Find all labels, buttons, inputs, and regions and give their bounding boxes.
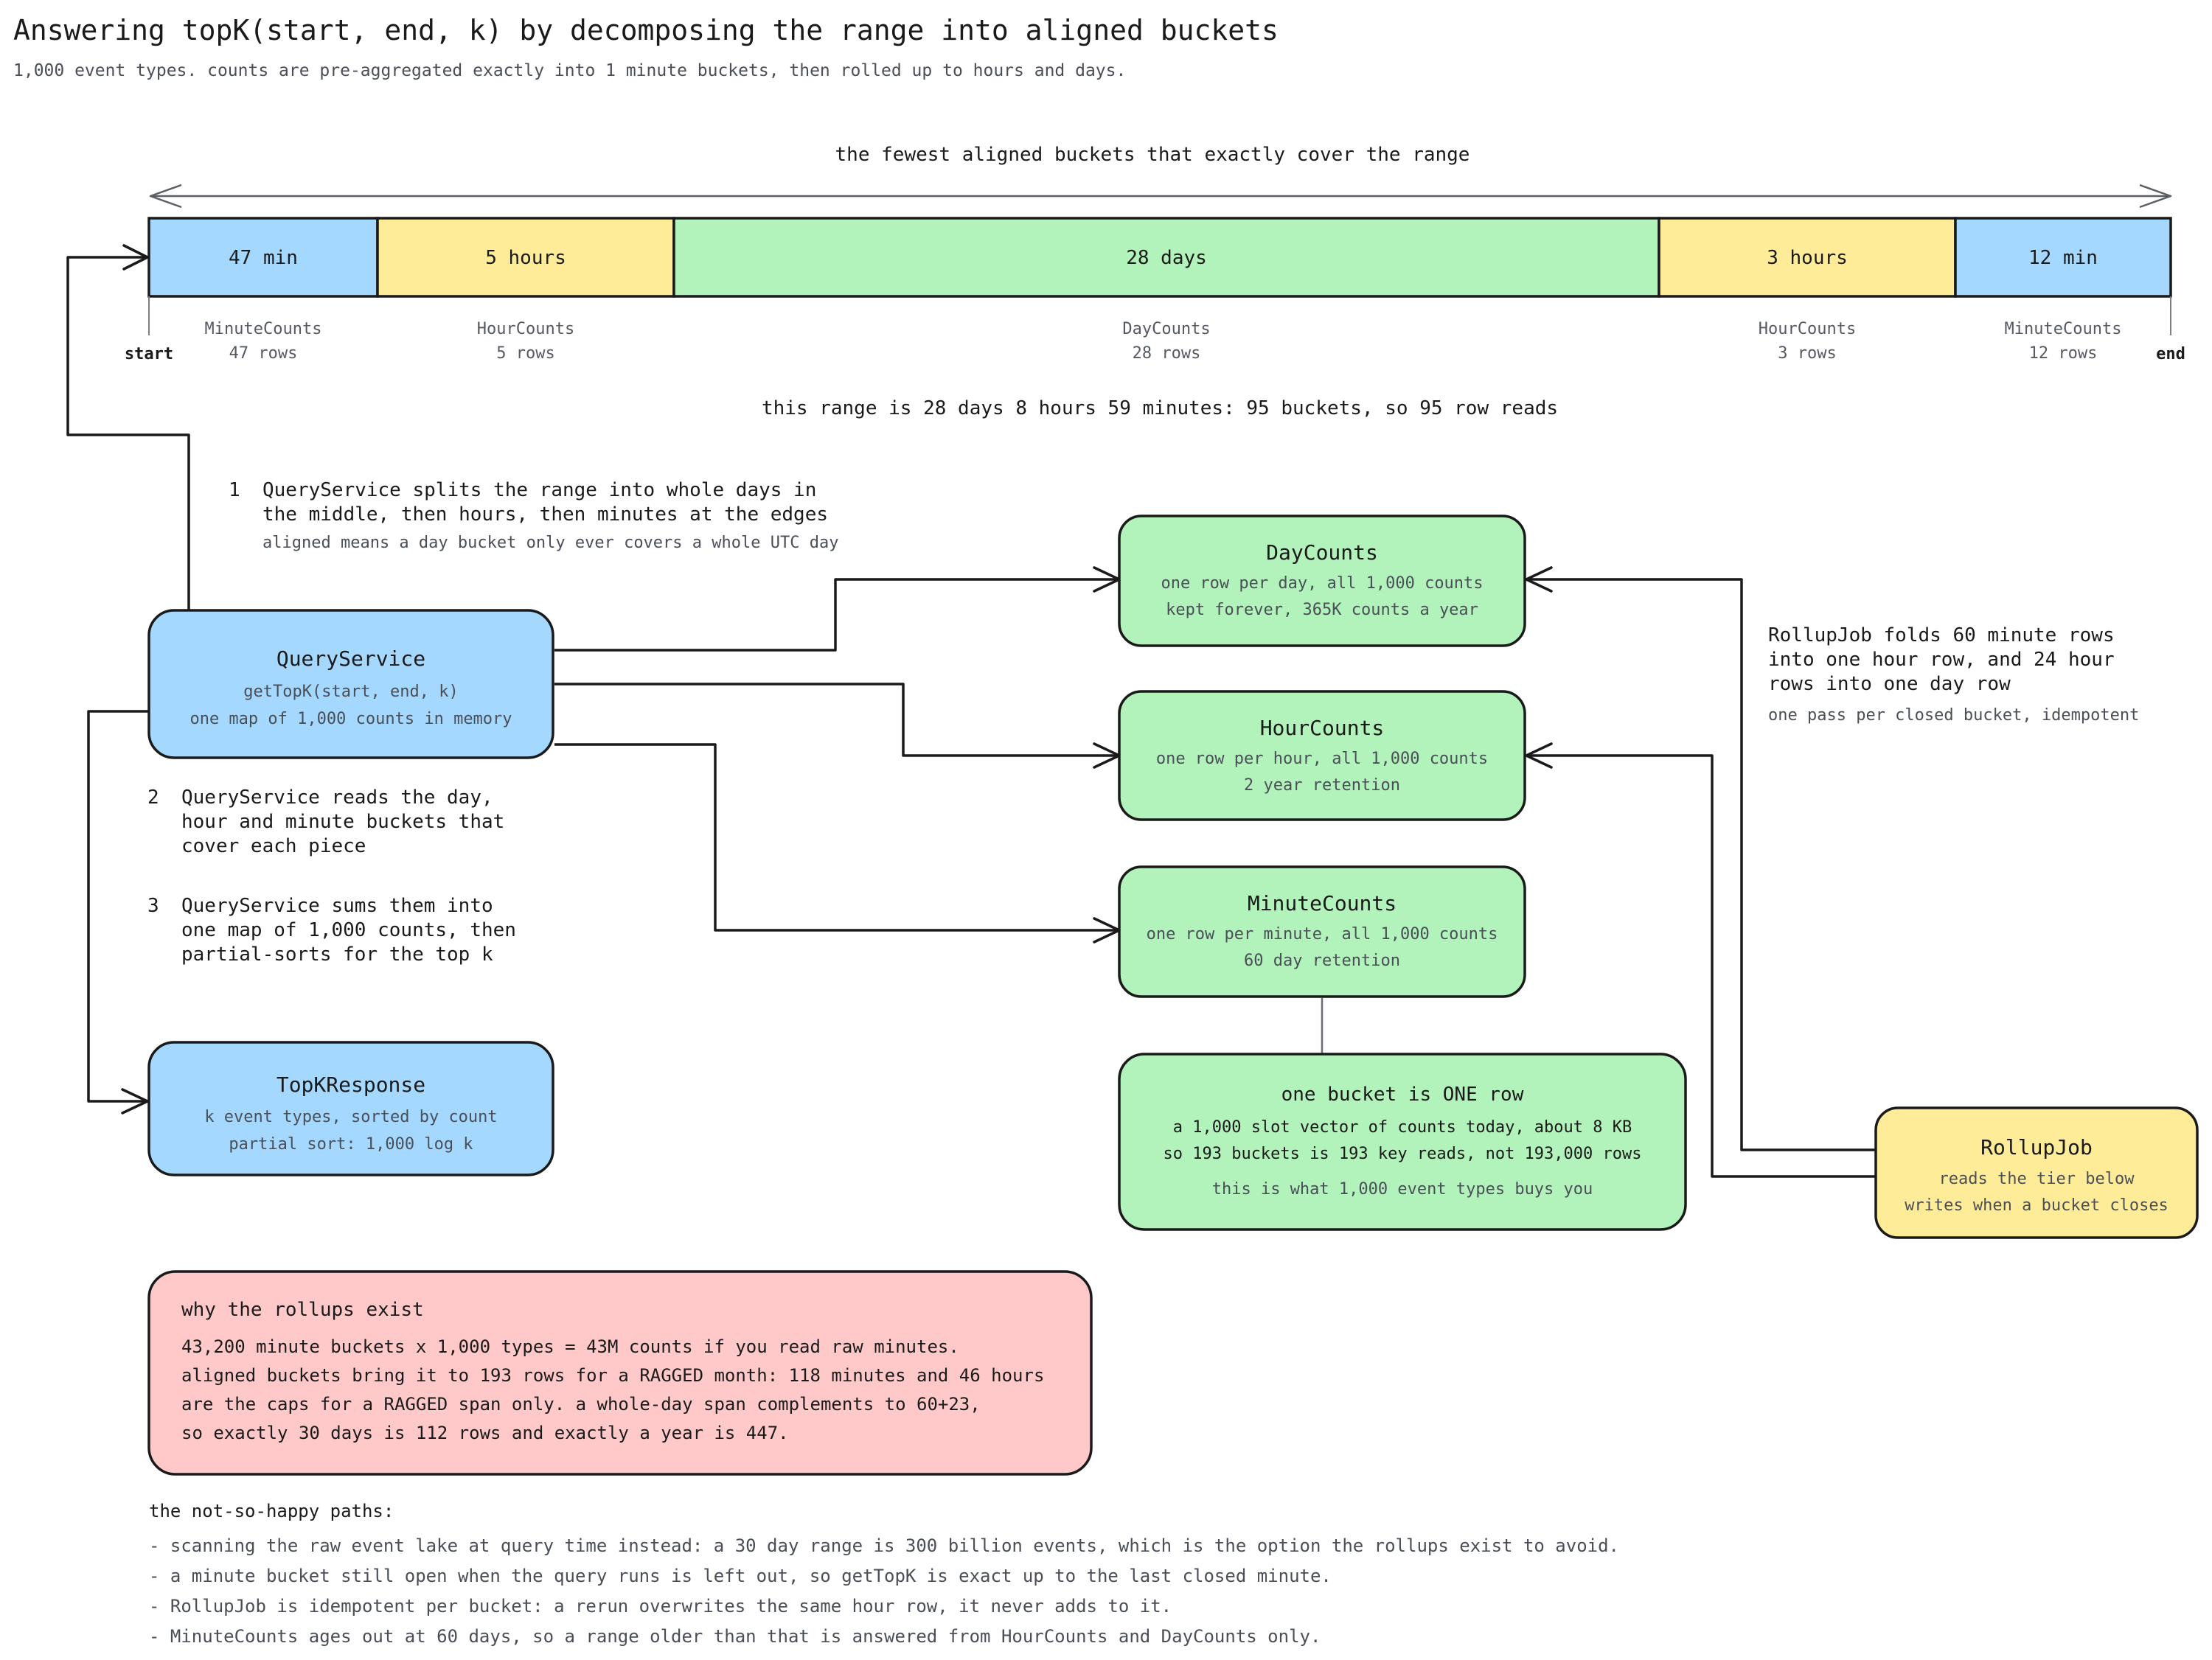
step-line: cover each piece [181, 835, 366, 857]
node-title: HourCounts [1260, 716, 1385, 740]
rollup-note-line: rows into one day row [1768, 673, 2011, 695]
step-line: the middle, then hours, then minutes at … [262, 503, 828, 526]
segment-label: 47 min [229, 247, 298, 269]
range-segment-days: 28 days [672, 217, 1660, 298]
edge-query-to-daycounts [554, 566, 1121, 652]
segment-rows-label: 5 rows [496, 344, 554, 363]
node-line: writes when a bucket closes [1905, 1196, 2168, 1215]
query-service-node[interactable]: QueryService getTopK(start, end, k) one … [147, 609, 554, 759]
unhappy-paths-list: the not-so-happy paths: - scanning the r… [149, 1501, 1619, 1647]
node-title: QueryService [276, 646, 425, 671]
node-title: RollupJob [1980, 1135, 2093, 1159]
rollup-note-line: into one hour row, and 24 hour [1768, 649, 2115, 671]
edge-rollup-to-hourcounts [1525, 742, 1876, 1178]
segment-table-label: MinuteCounts [2005, 320, 2122, 338]
unhappy-item: - a minute bucket still open when the qu… [149, 1566, 1332, 1586]
node-title: MinuteCounts [1248, 891, 1397, 916]
why-line: aligned buckets bring it to 193 rows for… [181, 1365, 1044, 1386]
segment-label: 28 days [1126, 247, 1207, 269]
node-line: one row per day, all 1,000 counts [1161, 574, 1483, 593]
segment-label: 12 min [2028, 247, 2098, 269]
why-line: so exactly 30 days is 112 rows and exact… [181, 1423, 789, 1443]
node-line: so 193 buckets is 193 key reads, not 193… [1163, 1145, 1641, 1163]
node-line: one map of 1,000 counts in memory [189, 710, 512, 728]
rollup-note-sub: one pass per closed bucket, idempotent [1768, 706, 2139, 725]
node-line: getTopK(start, end, k) [243, 683, 458, 701]
step-2-annotation: 2 QueryService reads the day, hour and m… [147, 787, 504, 857]
segment-table-label: MinuteCounts [205, 320, 322, 338]
node-footer: this is what 1,000 event types buys you [1212, 1180, 1593, 1199]
segment-rows-label: 28 rows [1133, 344, 1201, 363]
node-line: partial sort: 1,000 log k [229, 1135, 473, 1154]
range-segment-minute-end: 12 min [1954, 217, 2172, 298]
unhappy-heading: the not-so-happy paths: [149, 1501, 394, 1521]
range-summary: this range is 28 days 8 hours 59 minutes… [762, 397, 1558, 419]
range-caption: the fewest aligned buckets that exactly … [835, 144, 1470, 166]
hourcounts-node[interactable]: HourCounts one row per hour, all 1,000 c… [1118, 690, 1526, 821]
why-rollups-box: why the rollups exist 43,200 minute buck… [147, 1270, 1093, 1476]
step-line: QueryService sums them into [181, 895, 493, 917]
unhappy-item: - MinuteCounts ages out at 60 days, so a… [149, 1626, 1321, 1647]
step-number: 3 [147, 895, 159, 917]
daycounts-node[interactable]: DayCounts one row per day, all 1,000 cou… [1118, 515, 1526, 647]
unhappy-item: - RollupJob is idempotent per bucket: a … [149, 1596, 1172, 1617]
range-segment-hour-end: 3 hours [1658, 217, 1957, 298]
unhappy-item: - scanning the raw event lake at query t… [149, 1535, 1619, 1556]
step-note: aligned means a day bucket only ever cov… [262, 534, 838, 552]
edge-query-to-hourcounts [554, 683, 1121, 769]
node-line: a 1,000 slot vector of counts today, abo… [1173, 1118, 1632, 1137]
segment-rows-label: 47 rows [229, 344, 298, 363]
node-line: one row per minute, all 1,000 counts [1147, 925, 1498, 944]
step-line: QueryService reads the day, [181, 787, 493, 809]
node-line: k event types, sorted by count [204, 1108, 497, 1126]
step-number: 1 [229, 479, 240, 501]
rollup-note: RollupJob folds 60 minute rows into one … [1768, 624, 2139, 725]
range-bar: 47 min 5 hours 28 days 3 hours 12 min [147, 217, 2172, 298]
segment-label: 5 hours [485, 247, 566, 269]
bucket-note-node: one bucket is ONE row a 1,000 slot vecto… [1118, 1053, 1687, 1231]
page-subtitle: 1,000 event types. counts are pre-aggreg… [13, 61, 1126, 80]
segment-rows-label: 3 rows [1778, 344, 1836, 363]
step-line: QueryService splits the range into whole… [262, 479, 816, 501]
range-end-label: end [2156, 345, 2185, 363]
step-line: hour and minute buckets that [181, 811, 504, 833]
range-segment-minute-start: 47 min [147, 217, 379, 298]
step-number: 2 [147, 787, 159, 809]
node-line: one row per hour, all 1,000 counts [1156, 750, 1488, 768]
range-start-label: start [125, 345, 173, 363]
step-line: partial-sorts for the top k [181, 944, 493, 966]
step-3-annotation: 3 QueryService sums them into one map of… [147, 895, 516, 966]
node-title: one bucket is ONE row [1281, 1084, 1524, 1106]
edge-query-to-range-start [66, 244, 190, 610]
step-line: one map of 1,000 counts, then [181, 919, 516, 941]
node-line: kept forever, 365K counts a year [1166, 601, 1478, 619]
range-segment-hour-start: 5 hours [376, 217, 675, 298]
node-title: TopKResponse [276, 1073, 425, 1097]
edge-query-to-minutecounts [554, 743, 1121, 944]
rollupjob-node[interactable]: RollupJob reads the tier below writes wh… [1874, 1106, 2199, 1239]
segment-label: 3 hours [1767, 247, 1848, 269]
node-line: 60 day retention [1244, 952, 1400, 970]
topk-response-node[interactable]: TopKResponse k event types, sorted by co… [147, 1041, 554, 1176]
edge-query-to-topk [87, 710, 149, 1115]
node-title: DayCounts [1266, 540, 1378, 565]
step-1-annotation: 1 QueryService splits the range into who… [229, 479, 838, 552]
why-line: 43,200 minute buckets x 1,000 types = 43… [181, 1336, 959, 1357]
node-line: reads the tier below [1939, 1170, 2135, 1188]
range-span-arrow [149, 184, 2172, 209]
segment-table-label: HourCounts [1759, 320, 1856, 338]
segment-table-label: HourCounts [477, 320, 574, 338]
segment-rows-label: 12 rows [2029, 344, 2098, 363]
node-line: 2 year retention [1244, 776, 1400, 795]
segment-table-label: DayCounts [1122, 320, 1210, 338]
page-title: Answering topK(start, end, k) by decompo… [13, 14, 1279, 46]
minutecounts-node[interactable]: MinuteCounts one row per minute, all 1,0… [1118, 865, 1526, 998]
rollup-note-line: RollupJob folds 60 minute rows [1768, 624, 2115, 646]
why-heading: why the rollups exist [181, 1299, 424, 1321]
edge-rollup-to-daycounts [1525, 566, 1876, 1151]
why-line: are the caps for a RAGGED span only. a w… [181, 1394, 981, 1415]
